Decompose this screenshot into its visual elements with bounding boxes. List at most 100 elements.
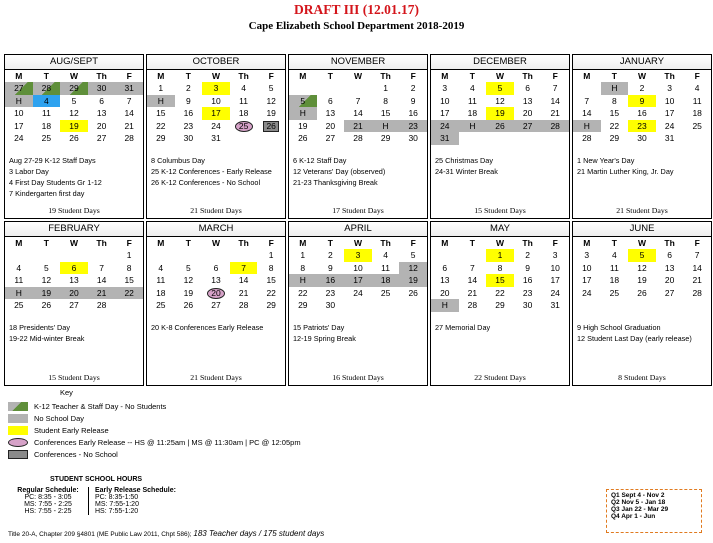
weekday-label: F	[552, 71, 558, 81]
day-cell: 26	[298, 133, 308, 144]
day-cell: 30	[87, 82, 116, 95]
day-cell: 6	[328, 95, 333, 106]
day-cell: 23	[399, 119, 427, 133]
day-cell: 30	[522, 300, 533, 311]
day-cell	[257, 132, 285, 145]
day-cell: 26	[486, 119, 514, 133]
day-cell: 14	[353, 108, 363, 119]
month-name: MARCH	[147, 222, 285, 237]
student-days: 15 Student Days	[48, 373, 100, 382]
weekday-label: Th	[96, 238, 107, 248]
weekday-label: T	[43, 238, 49, 248]
day-cell: 19	[399, 274, 427, 287]
day-cell	[202, 249, 230, 262]
legend-item: Conferences - No School	[8, 448, 301, 460]
day-cell: 16	[522, 275, 533, 286]
day-cell: 15	[380, 108, 391, 119]
note-line: 26 K-12 Conferences - No School	[151, 178, 261, 187]
day-cell: 2	[525, 250, 530, 260]
weekday-label: W	[211, 238, 220, 248]
day-cell: 16	[637, 108, 647, 119]
day-cell: 29	[266, 300, 276, 311]
day-cell: 28	[467, 300, 478, 311]
day-cell: 25	[14, 300, 24, 311]
day-cell: 12	[495, 95, 505, 106]
day-cell	[147, 249, 175, 262]
day-cell: 20	[325, 120, 336, 131]
day-cell: 24	[550, 287, 560, 298]
note-line: 7 Kindergarten first day	[9, 189, 85, 198]
day-cell: 18	[692, 108, 702, 119]
day-cell: 26	[183, 300, 194, 311]
day-cell: 15	[156, 108, 166, 119]
day-cell: 15	[266, 275, 276, 286]
day-cell: 31	[431, 132, 459, 145]
day-cell	[175, 249, 203, 262]
day-cell: 11	[467, 95, 477, 106]
day-cell: 8	[268, 262, 274, 273]
note-line: 12 Student Last Day (early release)	[577, 334, 692, 343]
student-days: 21 Student Days	[616, 206, 668, 215]
weekday-label: F	[410, 238, 416, 248]
day-cell: 15	[609, 108, 620, 119]
weekday-label: T	[327, 238, 333, 248]
day-cell	[683, 299, 711, 312]
day-cell: 5	[71, 95, 77, 106]
day-cell: 4	[241, 83, 246, 93]
day-cell: 22	[266, 287, 276, 298]
weekday-label: Th	[380, 71, 391, 81]
day-cell: 3	[552, 250, 558, 260]
day-cell: 6	[525, 83, 530, 93]
weekday-label: M	[441, 71, 449, 81]
day-cell	[5, 249, 33, 262]
early-release-schedule: Early Release Schedule: PC: 8:35-1:50 MS…	[88, 487, 185, 515]
weekday-label: Th	[664, 71, 675, 81]
day-cell: 11	[609, 262, 619, 273]
day-cell: 7	[694, 250, 700, 260]
day-cell	[344, 299, 372, 312]
weekday-label: W	[353, 71, 362, 81]
day-cell	[573, 82, 601, 95]
note-line: 27 Memorial Day	[435, 323, 491, 332]
note-line: 3 Labor Day	[9, 167, 49, 176]
day-cell: 12	[399, 261, 427, 275]
day-cell	[344, 82, 372, 95]
day-cell: 1	[300, 250, 306, 260]
day-cell: 4	[383, 250, 388, 260]
day-cell: 1	[126, 250, 132, 260]
day-cell: 1	[158, 83, 164, 93]
student-days: 17 Student Days	[332, 206, 384, 215]
day-cell: 28	[32, 82, 61, 95]
note-line: Aug 27-29 K-12 Staff Days	[9, 156, 96, 165]
note-line: 1 New Year's Day	[577, 156, 635, 165]
week-row: 31	[431, 132, 569, 145]
day-cell: 10	[211, 95, 221, 106]
day-cell: 20	[60, 286, 88, 300]
day-cell: 24	[582, 287, 592, 298]
weekday-label: T	[185, 71, 191, 81]
day-cell: 28	[96, 300, 107, 311]
day-cell: 25	[41, 133, 52, 144]
day-cell: 10	[14, 108, 24, 119]
day-cell: 19	[60, 119, 88, 133]
day-cell: 30	[637, 133, 647, 144]
day-cell: 6	[667, 250, 672, 260]
weekday-label: M	[583, 238, 591, 248]
day-cell: 27	[96, 133, 107, 144]
day-cell: 7	[584, 95, 590, 106]
